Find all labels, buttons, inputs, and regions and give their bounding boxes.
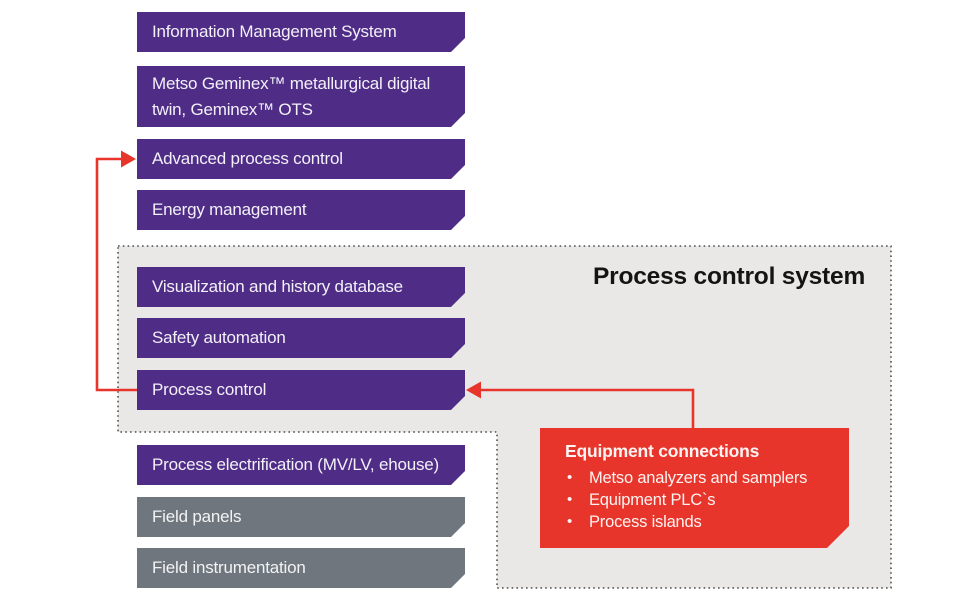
- box-metso-geminex-digital-twin: Metso Geminex™ metallurgical digital twi…: [137, 66, 465, 127]
- equipment-connections-box: Equipment connections Metso analyzers an…: [540, 428, 849, 548]
- box-field-panels: Field panels: [137, 497, 465, 537]
- arrow-line-to-process-control: [480, 388, 695, 428]
- arrowhead-process-control: [466, 381, 481, 399]
- box-process-control: Process control: [137, 370, 465, 410]
- box-energy-management: Energy management: [137, 190, 465, 230]
- arrow-line-to-advanced-process-control: [95, 157, 137, 392]
- equipment-connections-list: Metso analyzers and samplers Equipment P…: [565, 467, 839, 533]
- process-control-system-title: Process control system: [593, 263, 866, 290]
- box-information-management-system: Information Management System: [137, 12, 465, 52]
- equipment-connections-item: Process islands: [565, 511, 839, 533]
- box-field-instrumentation: Field instrumentation: [137, 548, 465, 588]
- box-advanced-process-control: Advanced process control: [137, 139, 465, 179]
- box-safety-automation: Safety automation: [137, 318, 465, 358]
- equipment-connections-item: Metso analyzers and samplers: [565, 467, 839, 489]
- arrowhead-advanced-process-control: [121, 150, 136, 168]
- box-process-electrification: Process electrification (MV/LV, ehouse): [137, 445, 465, 485]
- equipment-connections-title: Equipment connections: [565, 441, 760, 461]
- box-visualization-and-history-database: Visualization and history database: [137, 267, 465, 307]
- equipment-connections-item: Equipment PLC`s: [565, 489, 839, 511]
